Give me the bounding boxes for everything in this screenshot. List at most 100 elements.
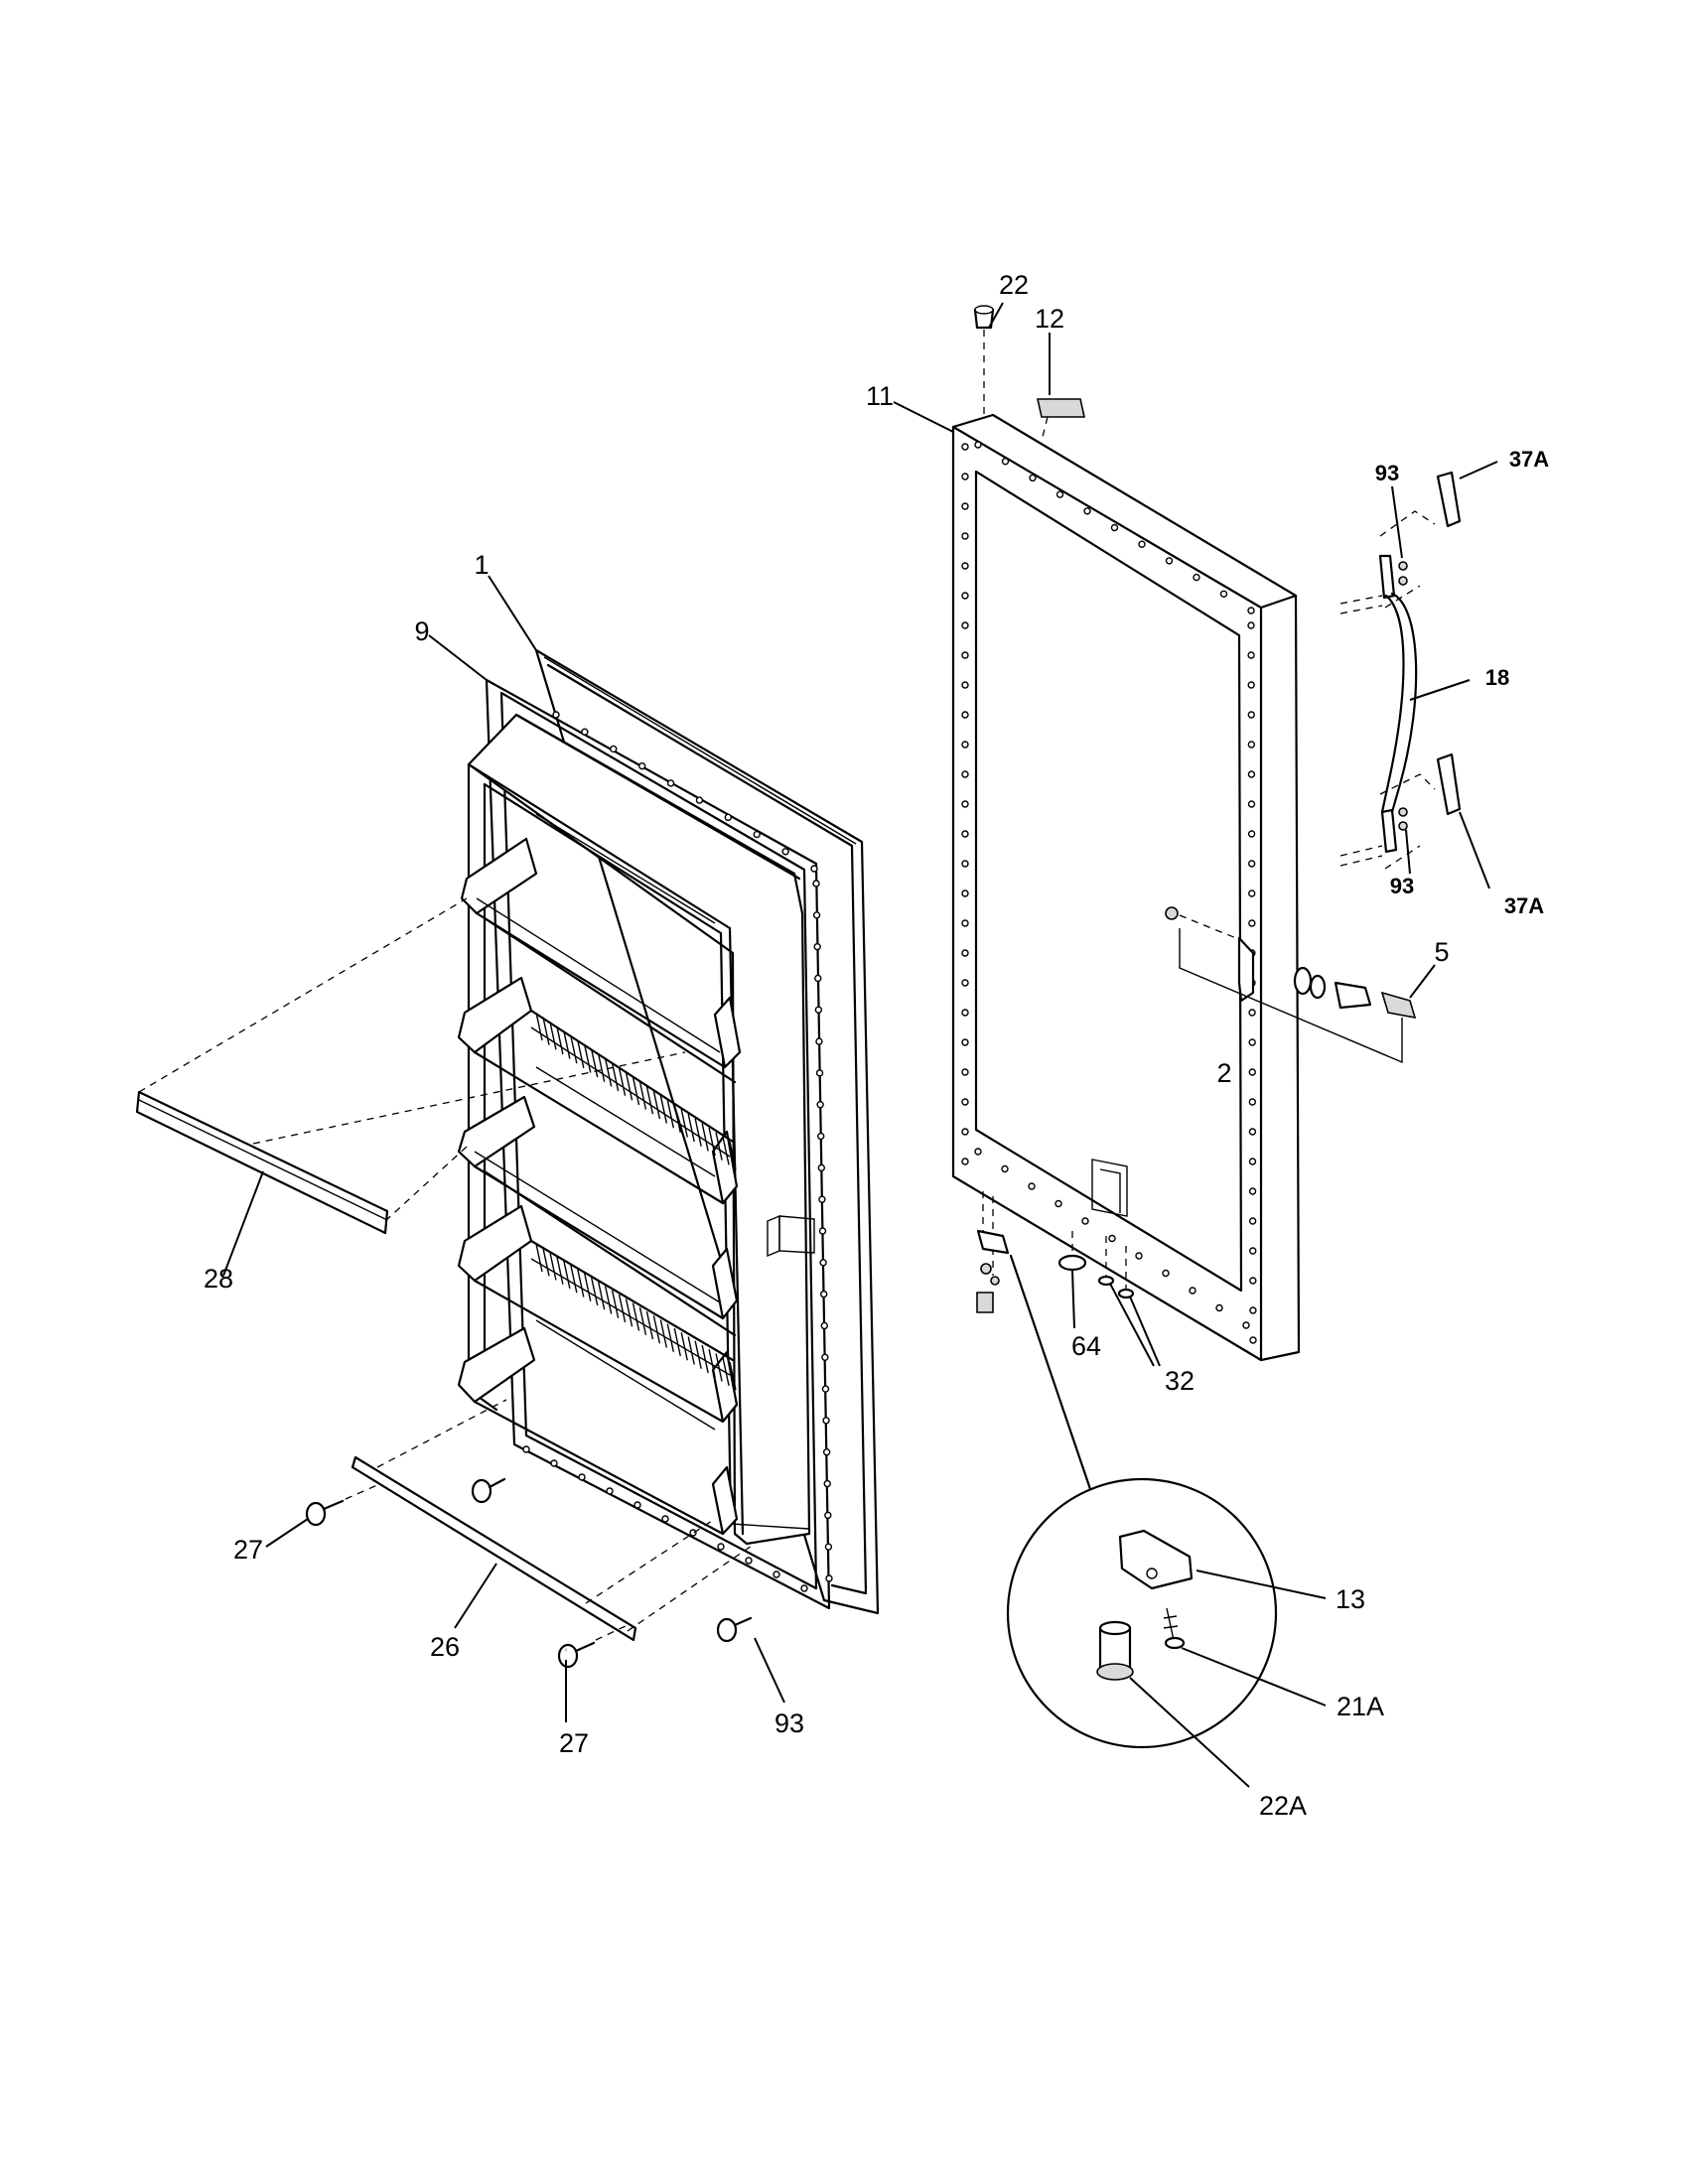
fastener-part-27-b — [471, 1477, 506, 1504]
rack-slat — [632, 1076, 640, 1106]
screw-hole-dot — [961, 621, 969, 629]
screw-hole-dot — [961, 1038, 969, 1046]
screw-hole-dot — [1165, 557, 1174, 565]
rack-slat — [694, 1340, 702, 1369]
screw-hole-dot — [1110, 523, 1119, 532]
rack-slat — [680, 1332, 688, 1361]
screw-hole-dot — [1029, 474, 1037, 482]
rack-slat — [542, 1017, 550, 1045]
screw-hole-dot — [578, 1473, 586, 1481]
screw-hole-dot — [821, 1385, 830, 1393]
screw-hole-dot — [1055, 1199, 1062, 1208]
screw-hole-dot — [1249, 1336, 1257, 1344]
screw-hole-dot — [633, 1501, 641, 1509]
callout-18: 18 — [1485, 665, 1509, 690]
screw-hole-dot — [1247, 800, 1256, 808]
callout-labels: 1 9 28 27 26 27 93 22 12 11 93 37A 18 93… — [204, 270, 1549, 1821]
rack-slat — [722, 1357, 730, 1386]
screw-hole-dot — [661, 1515, 669, 1523]
rack-slat — [604, 1058, 613, 1087]
rack-slat — [659, 1319, 668, 1348]
lock-bracket-part-2 — [1165, 906, 1403, 1064]
screw-hole-dot — [1247, 681, 1255, 689]
screw-hole-dot — [961, 502, 969, 510]
screw-hole-dot — [961, 741, 969, 749]
rack-slat — [563, 1030, 571, 1059]
screw-hole-dot — [724, 813, 733, 822]
rack-slat — [687, 1113, 695, 1143]
rack-slat — [570, 1265, 578, 1294]
screw-hole-dot — [815, 1037, 823, 1045]
rack-slat — [597, 1282, 606, 1310]
screw-hole-dot — [1162, 1269, 1170, 1278]
door-shelf-2-wire — [457, 976, 739, 1205]
lock-part-5 — [1293, 966, 1417, 1020]
callout-9: 9 — [414, 616, 429, 646]
rack-slat — [673, 1104, 681, 1134]
screw-hole-dot — [812, 911, 821, 919]
callout-11: 11 — [866, 381, 894, 411]
screw-hole-dot — [961, 860, 969, 868]
rack-slat — [652, 1090, 661, 1120]
screw-hole-dot — [961, 1068, 969, 1076]
screw-hole-dot — [1247, 651, 1255, 659]
screw-hole-dot — [820, 1321, 828, 1330]
rack-slat — [577, 1039, 585, 1069]
screw-hole-dot — [800, 1584, 808, 1592]
screw-hole-dot — [1081, 1217, 1089, 1225]
callout-27-upper: 27 — [233, 1535, 263, 1565]
screw-hole-dot — [745, 1557, 753, 1565]
rack-slat — [584, 1044, 592, 1073]
screw-hole-dot — [717, 1543, 725, 1551]
screw-hole-dot — [813, 942, 821, 951]
screw-hole-dot — [1247, 770, 1256, 778]
rack-slat — [715, 1132, 723, 1160]
outer-door-panel-part-11 — [951, 413, 1301, 1362]
screw-hole-dot — [961, 1009, 969, 1017]
callout-21a: 21A — [1336, 1692, 1384, 1721]
screw-hole-dot — [753, 830, 761, 839]
screw-hole-dot — [1248, 1187, 1257, 1195]
callout-13: 13 — [1336, 1584, 1365, 1614]
rack-slat — [659, 1095, 668, 1124]
screw-hole-dot — [550, 1459, 558, 1467]
rack-slat — [687, 1336, 695, 1365]
rack-slat — [584, 1273, 592, 1301]
door-shelf-4-wire — [457, 1204, 739, 1424]
wire-rack-slats — [535, 1012, 737, 1391]
rack-slat — [549, 1022, 557, 1050]
callout-37a-top: 37A — [1509, 447, 1549, 472]
screw-hole-dot — [773, 1570, 780, 1578]
shelf-rail-part-28 — [135, 897, 686, 1235]
screw-hole-dot — [1135, 1252, 1143, 1260]
screw-hole-dot — [1247, 860, 1256, 868]
screw-hole-dot — [1219, 590, 1228, 598]
callout-37a-bottom: 37A — [1504, 893, 1544, 918]
screw-hole-dot — [818, 1195, 826, 1203]
screw-hole-dot — [1248, 889, 1256, 897]
screw-hole-dot — [1248, 919, 1256, 927]
rack-slat — [556, 1025, 564, 1055]
screw-hole-dot — [1247, 621, 1255, 629]
end-cap-part-37a-top — [1436, 471, 1462, 528]
screw-hole-dot — [610, 745, 618, 753]
screw-part-93-top — [1398, 561, 1408, 586]
door-shelf-5 — [457, 1326, 739, 1536]
screw-hole-dot — [810, 865, 818, 873]
screw-hole-dot — [1249, 1277, 1257, 1285]
door-inner-panel — [467, 713, 815, 1546]
rack-slat — [701, 1123, 709, 1152]
rack-slat — [729, 1141, 737, 1170]
screw-hole-dot — [1138, 540, 1146, 548]
fastener-part-27-lower — [557, 1625, 627, 1669]
rack-slat — [591, 1048, 599, 1078]
callout-5: 5 — [1434, 937, 1449, 967]
screw-hole-dot — [824, 1543, 833, 1551]
rack-slat — [708, 1127, 716, 1157]
handle-part-18 — [1378, 554, 1418, 854]
screw-hole-dot — [1215, 1303, 1223, 1312]
callout-22a: 22A — [1259, 1791, 1307, 1821]
screw-hole-dot — [1248, 1038, 1256, 1046]
screw-hole-dot — [637, 761, 646, 770]
